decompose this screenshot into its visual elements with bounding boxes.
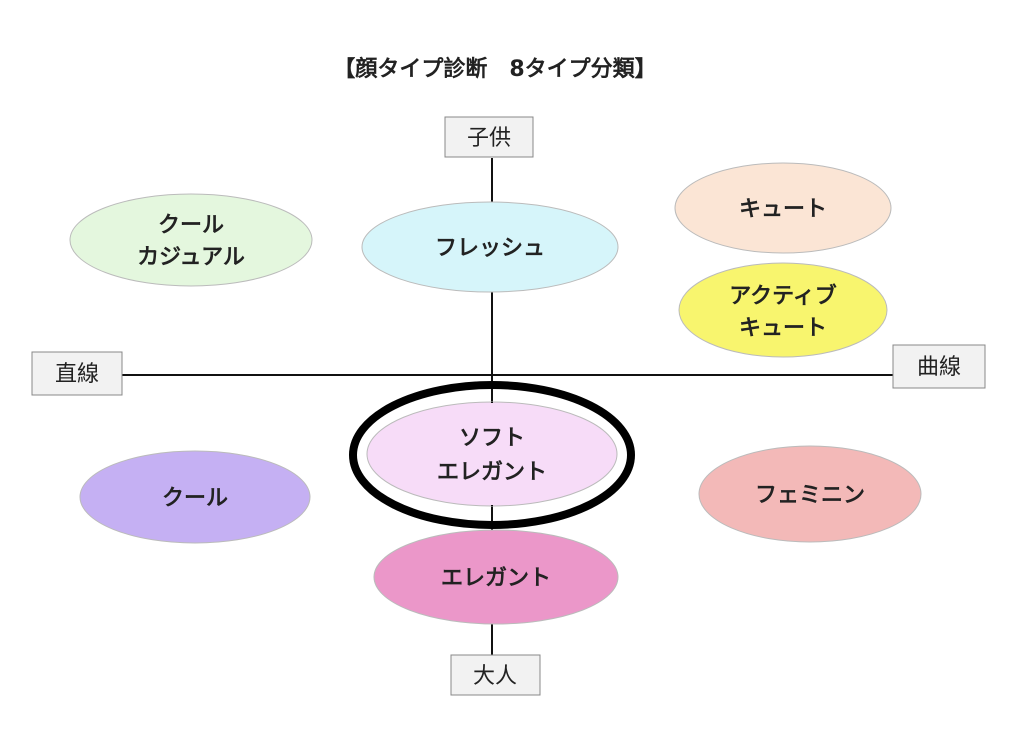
type-ellipse bbox=[678, 262, 888, 358]
axis-label-right-text: 曲線 bbox=[917, 355, 961, 380]
type-ellipse bbox=[698, 445, 922, 543]
axis-label-top-text: 子供 bbox=[467, 126, 511, 151]
type-label: エレガント bbox=[437, 460, 547, 485]
type-ellipse bbox=[361, 201, 619, 293]
type-label: フレッシュ bbox=[435, 236, 545, 261]
type-label: フェミニン bbox=[755, 483, 865, 508]
diagram-title: 【顔タイプ診断 8タイプ分類】 bbox=[333, 56, 656, 82]
type-label: クール bbox=[158, 213, 224, 238]
type-label: カジュアル bbox=[137, 245, 245, 270]
axis-label-top: 子供 bbox=[444, 116, 534, 158]
type-ellipse bbox=[69, 193, 313, 287]
type-label: アクティブ bbox=[729, 283, 837, 309]
type-ellipse bbox=[674, 162, 892, 254]
type-fresh: フレッシュ bbox=[361, 201, 619, 293]
type-label: キュート bbox=[739, 316, 827, 341]
axis-label-left: 直線 bbox=[31, 351, 123, 396]
axis-label-left-text: 直線 bbox=[55, 362, 99, 387]
type-label: クール bbox=[162, 486, 228, 511]
type-soft-elegant: ソフト エレガント bbox=[349, 381, 635, 529]
type-ellipse bbox=[79, 450, 311, 544]
type-elegant: エレガント bbox=[373, 529, 619, 625]
highlight-ring bbox=[349, 381, 635, 529]
type-cute: キュート bbox=[674, 162, 892, 254]
type-feminine: フェミニン bbox=[698, 445, 922, 543]
type-ellipse bbox=[368, 403, 616, 505]
type-cool-casual: クール カジュアル bbox=[69, 193, 313, 287]
type-ellipse bbox=[373, 529, 619, 625]
type-label: エレガント bbox=[441, 566, 551, 591]
axis-label-right: 曲線 bbox=[892, 344, 986, 389]
type-cool: クール bbox=[79, 450, 311, 544]
axis-label-bottom: 大人 bbox=[450, 654, 541, 696]
type-label: キュート bbox=[739, 197, 827, 222]
type-label: ソフト bbox=[459, 426, 525, 451]
type-active-cute: アクティブ キュート bbox=[678, 262, 888, 358]
axis-label-bottom-text: 大人 bbox=[473, 664, 517, 689]
